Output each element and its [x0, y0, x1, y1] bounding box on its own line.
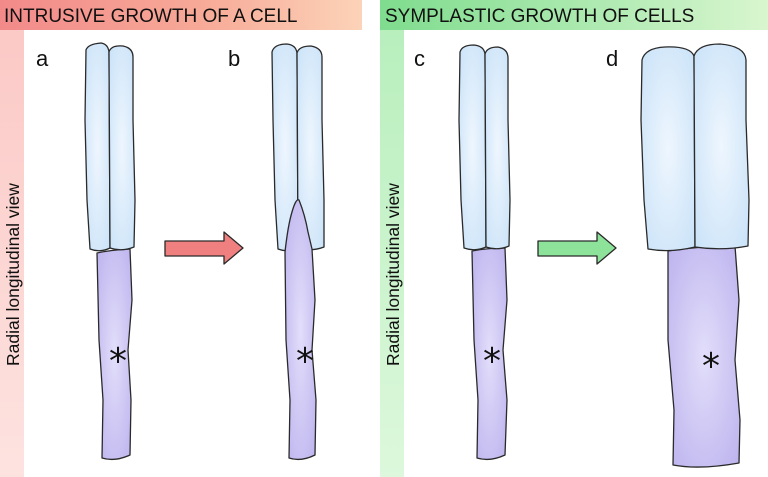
panel-c-cells: [458, 44, 511, 461]
panel-d-cells: [640, 43, 750, 468]
upper-cell-a-left: [84, 42, 111, 252]
panel-a-cells: [84, 42, 136, 461]
upper-cell-a-right: [108, 45, 136, 251]
panel-label-a: a: [36, 46, 49, 71]
lower-cell-a: [96, 248, 133, 461]
marker-c: *: [483, 341, 501, 382]
header-symplastic-growth: SYMPLASTIC GROWTH OF CELLS: [385, 6, 694, 27]
panel-b-cells: [271, 43, 325, 461]
side-label-right: Radial longitudinal view: [383, 183, 403, 366]
marker-d: *: [702, 346, 720, 387]
upper-cell-d-left: [640, 46, 696, 252]
marker-a: *: [109, 341, 127, 382]
lower-cell-c: [471, 247, 508, 461]
header-bar-symplastic: [380, 0, 768, 30]
side-strip-right: [380, 30, 404, 477]
upper-cell-b-left: [271, 43, 299, 252]
panel-label-b: b: [228, 46, 240, 71]
upper-cell-c-left: [458, 44, 487, 251]
marker-b: *: [296, 341, 314, 382]
upper-cell-c-right: [484, 46, 511, 250]
panel-label-c: c: [414, 46, 425, 71]
header-bar-intrusive: [0, 0, 362, 30]
panel-label-d: d: [606, 46, 618, 71]
side-strip-left: [0, 30, 24, 477]
arrow-symplastic: [537, 231, 617, 265]
arrow-intrusive: [164, 231, 244, 265]
upper-cell-d-right: [693, 43, 750, 250]
side-label-left: Radial longitudinal view: [3, 183, 23, 366]
lower-cell-b-intruding: [284, 199, 317, 461]
header-intrusive-growth: INTRUSIVE GROWTH OF A CELL: [4, 6, 298, 27]
